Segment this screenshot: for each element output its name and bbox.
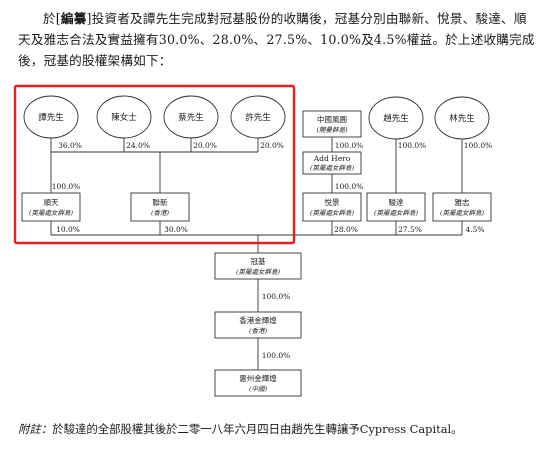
entity-name: 聯新 [153, 197, 168, 207]
entity-add-hero: Add Hero (英屬處女群島) [302, 151, 362, 175]
entity-jurisdiction: (英屬處女群島) [440, 209, 485, 217]
entity-hz-jewelry: 惠州金輝煌 (中國) [214, 369, 302, 397]
footnote-text: 於駿達的全部股權其後於二零一八年六月四日由趙先生轉讓予Cypress Capit… [52, 422, 463, 436]
shareholder-name: 陳女士 [111, 112, 137, 123]
pct-label: 10.0% [56, 225, 80, 234]
pct-label: 100.0% [262, 292, 291, 301]
pct-label: 28.0% [334, 225, 358, 234]
entity-name: 駿達 [389, 197, 404, 207]
pct-label: 30.0% [164, 225, 188, 234]
entity-name: 冠基 [251, 256, 266, 266]
entity-junda: 駿達 (英屬處女群島) [366, 192, 426, 222]
entity-jurisdiction: (英屬處女群島) [374, 209, 419, 217]
entity-jurisdiction: (開曼群島) [316, 126, 348, 134]
intro-text-2: ]投資者及譚先生完成對冠基股份的收購後，冠基分別由聯新、悅景、駿達、順天及雅志合… [18, 11, 535, 68]
shareholder-name: 蔡先生 [178, 112, 204, 123]
highlight-box [13, 84, 296, 245]
shareholder-name: 趙先生 [383, 113, 409, 124]
pct-label: 100.0% [398, 141, 427, 150]
entity-jurisdiction: (英屬處女群島) [236, 268, 281, 276]
entity-jurisdiction: (英屬處女群島) [29, 209, 74, 217]
entity-yazhi: 雅志 (英屬處女群島) [432, 192, 492, 222]
pct-label: 24.0% [126, 141, 150, 150]
pct-label: 100.0% [335, 182, 364, 191]
entity-name: 惠州金輝煌 [239, 373, 277, 383]
entity-name: Add Hero [313, 154, 351, 163]
pct-label: 20.0% [193, 141, 217, 150]
pct-label: 20.0% [260, 141, 284, 150]
intro-text-1: 於[ [43, 11, 61, 26]
entity-jurisdiction: (香港) [151, 209, 170, 217]
intro-paragraph: 於[編纂]投資者及譚先生完成對冠基股份的收購後，冠基分別由聯新、悅景、駿達、順天… [18, 8, 536, 71]
entity-hk-jewelry: 香港金輝煌 (香港) [214, 311, 302, 339]
connector-lines [50, 137, 463, 370]
entity-jurisdiction: (香港) [249, 327, 268, 335]
entity-yuejing: 悅景 (英屬處女群島) [302, 192, 362, 222]
entity-name: 中國風圓 [317, 114, 347, 124]
shareholder-name: 譚先生 [38, 112, 64, 123]
pct-label: 100.0% [52, 182, 81, 191]
shareholder-name: 林先生 [449, 113, 475, 124]
entity-name: 香港金輝煌 [239, 315, 277, 325]
entity-lianxin: 聯新 (香港) [130, 192, 190, 222]
entity-shuntian: 順天 (英屬處女群島) [21, 192, 81, 222]
pct-label: 100.0% [262, 351, 291, 360]
entity-china-fashion: 中國風圓 (開曼群島) [302, 110, 362, 138]
pct-label: 100.0% [464, 141, 493, 150]
shareholder-choi: 蔡先生 [163, 95, 219, 139]
shareholder-chan: 陳女士 [96, 95, 152, 139]
entity-name: 悅景 [325, 197, 340, 207]
pct-label: 100.0% [335, 141, 364, 150]
intro-bold-placeholder: 編纂 [60, 11, 87, 26]
pct-label: 27.5% [398, 225, 422, 234]
entity-jurisdiction: (英屬處女群島) [310, 164, 355, 172]
entity-name: 順天 [44, 198, 59, 207]
entity-jurisdiction: (中國) [249, 385, 268, 393]
entity-guanji: 冠基 (英屬處女群島) [214, 252, 302, 280]
entity-jurisdiction: (英屬處女群島) [310, 209, 355, 217]
shareholder-tam: 譚先生 [23, 95, 79, 139]
pct-label: 4.5% [465, 225, 484, 234]
shareholder-name: 許先生 [245, 112, 271, 123]
shareholder-chiu: 趙先生 [368, 96, 424, 140]
entity-name: 雅志 [455, 197, 470, 207]
pct-label: 36.0% [58, 141, 82, 150]
shareholder-lam: 林先生 [434, 96, 490, 140]
footnote-label: 附註： [18, 422, 53, 436]
footnote: 附註：於駿達的全部股權其後於二零一八年六月四日由趙先生轉讓予Cypress Ca… [18, 421, 538, 437]
shareholder-hui: 許先生 [230, 95, 286, 139]
